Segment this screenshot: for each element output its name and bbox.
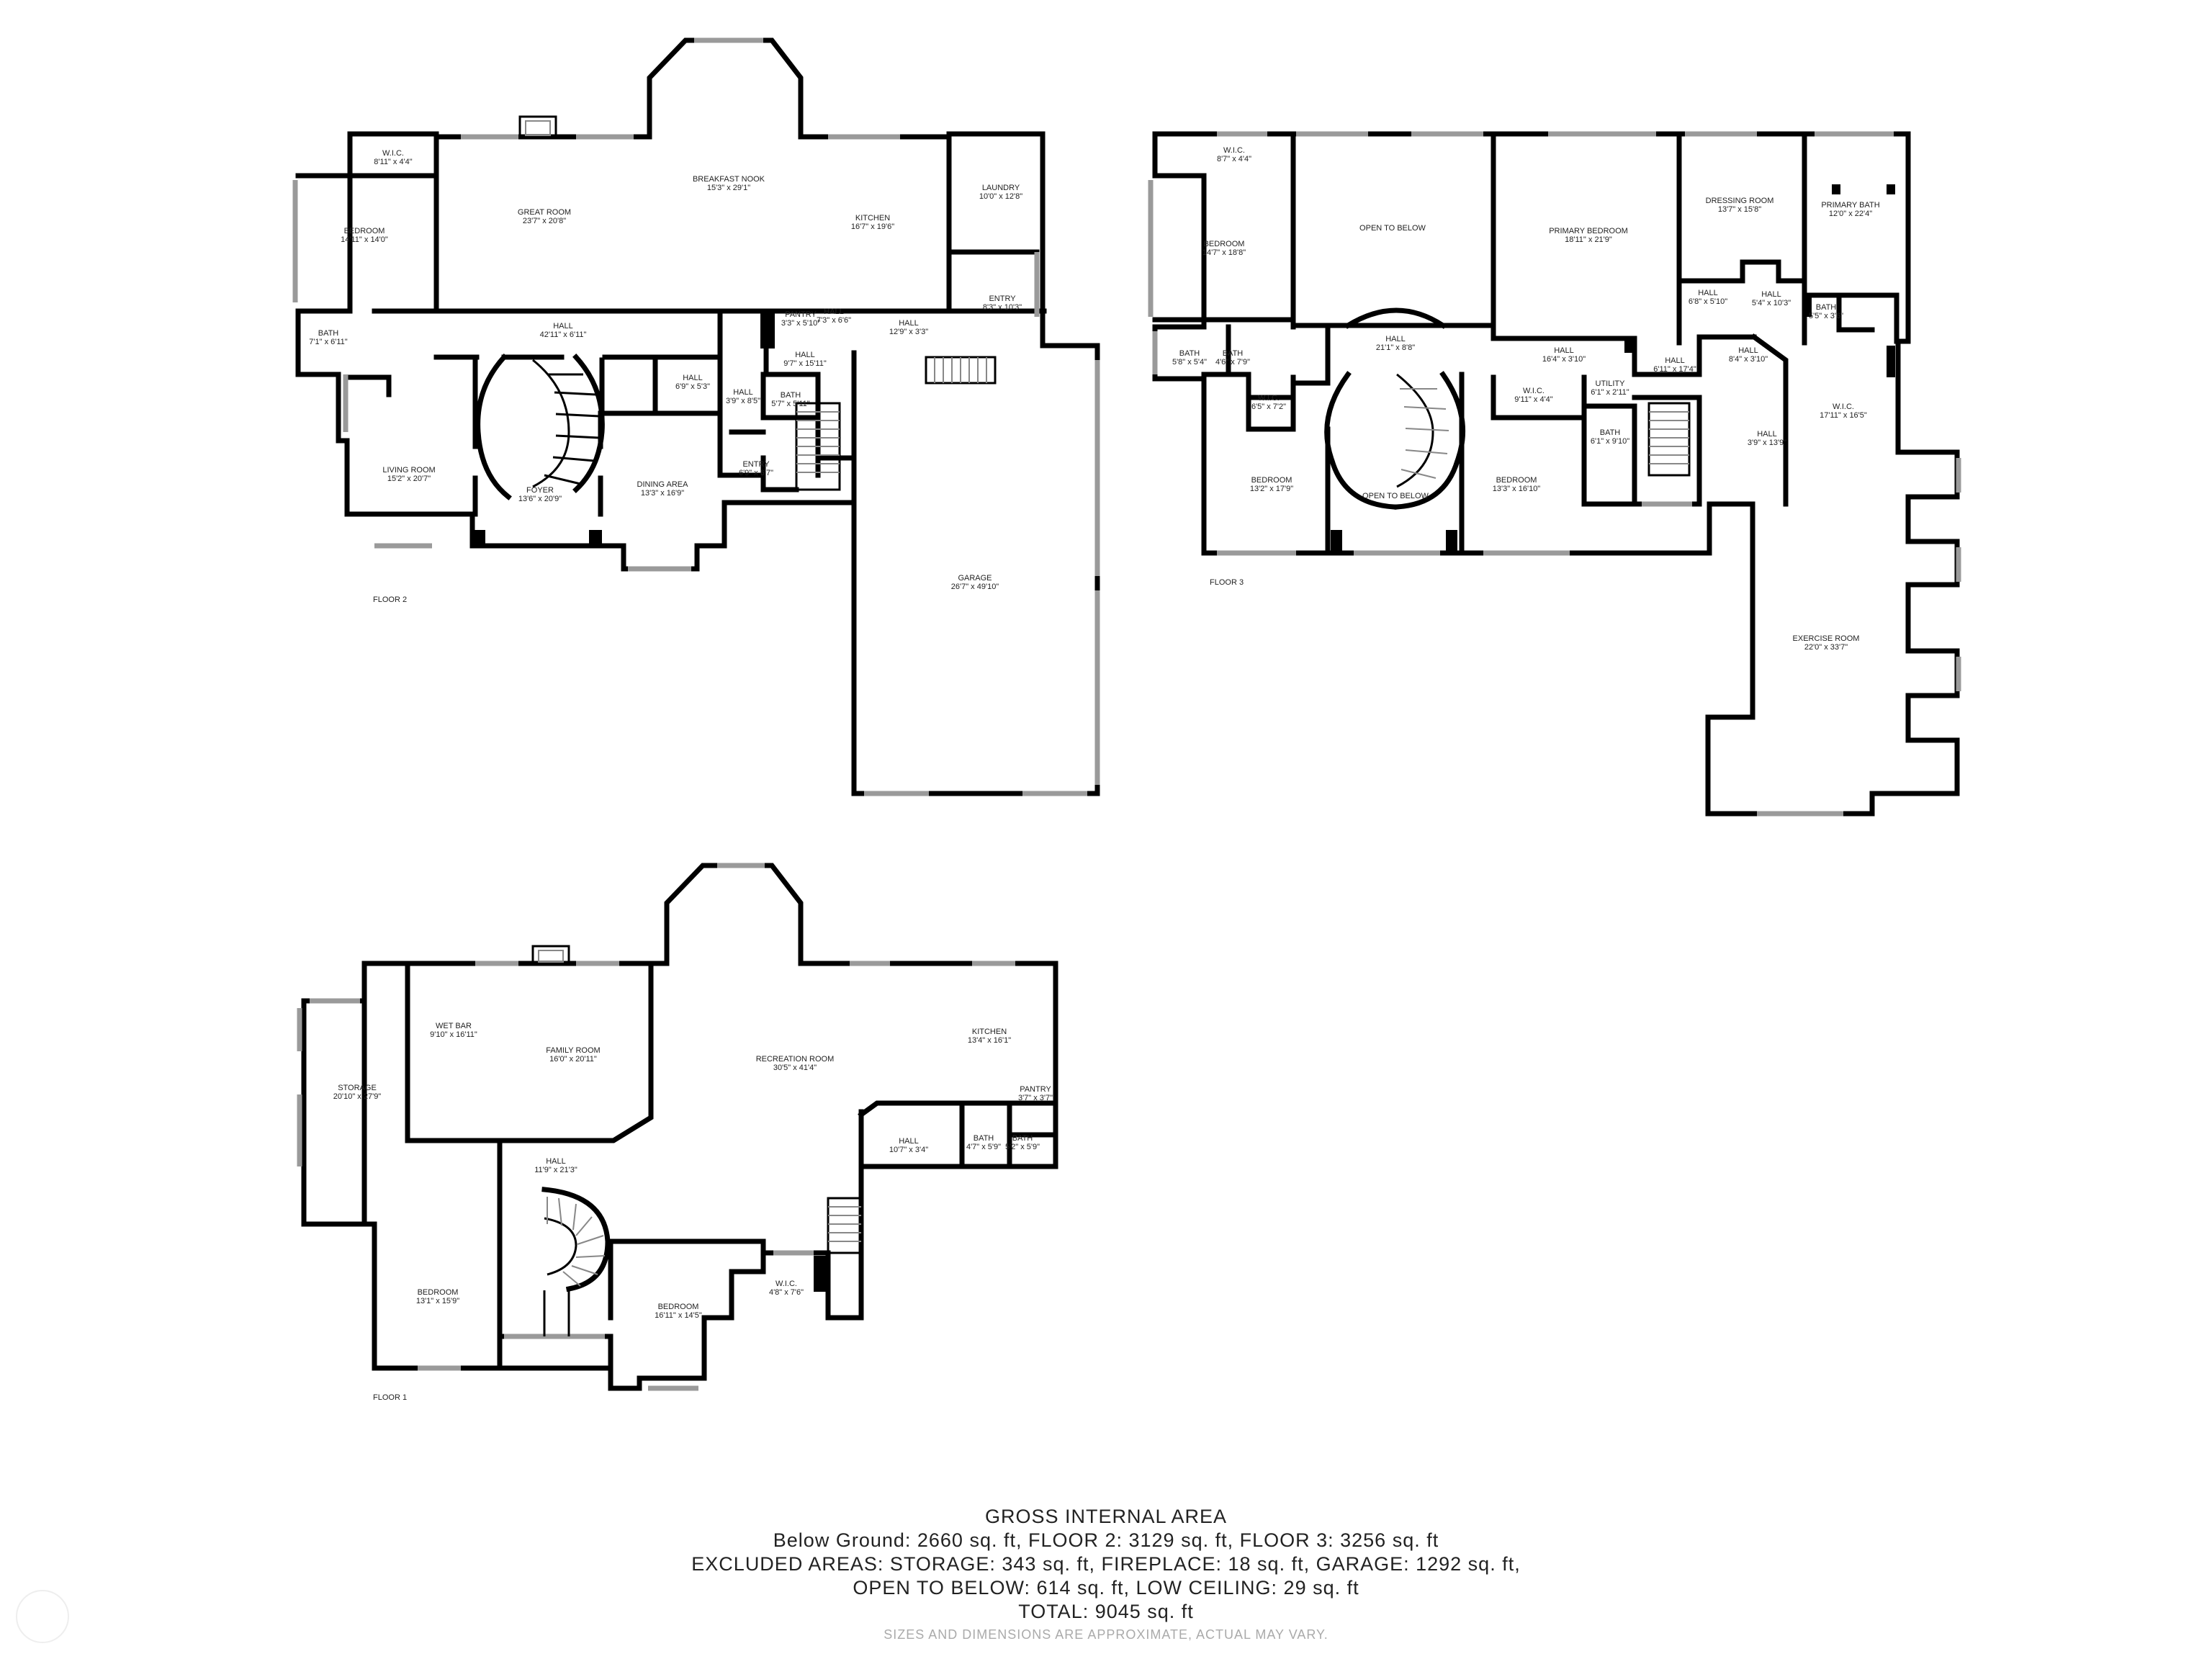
svg-text:OPEN TO BELOW: OPEN TO BELOW [1359,224,1426,233]
floor-2-garage-stair [925,356,997,385]
floor-2-curved-staircase [475,354,605,500]
floor-1-stair [827,1197,863,1254]
svg-text:W.I.C.8'11" x 4'4": W.I.C.8'11" x 4'4" [374,149,412,166]
svg-text:W.I.C.8'7" x 4'4": W.I.C.8'7" x 4'4" [1217,146,1251,163]
watermark-logo [16,1590,69,1643]
floor-3-interior-walls [1152,131,1899,556]
summary-line-1: Below Ground: 2660 sq. ft, FLOOR 2: 3129… [773,1529,1439,1551]
room-dim: 15'3" x 29'1" [707,184,750,192]
floor-3-curved-balcony [1324,307,1466,510]
floor-1-windows [297,863,1015,1391]
floor-2-outline [295,37,1100,796]
svg-text:W.I.C.9'11" x 4'4": W.I.C.9'11" x 4'4" [1514,387,1552,404]
floor-3-outline [1152,131,1960,817]
fireplace-icon [531,945,570,965]
gross-internal-area-summary: GROSS INTERNAL AREA Below Ground: 2660 s… [0,1505,2212,1645]
fireplace-icon [518,115,557,138]
floor-1-curved-staircase [541,1187,611,1336]
floor-2-entry-stair [795,402,841,491]
svg-text:W.I.C.17'11" x 16'5": W.I.C.17'11" x 16'5" [1820,403,1867,420]
floor-3-stair [1647,402,1691,477]
summary-line-3: OPEN TO BELOW: 614 sq. ft, LOW CEILING: … [853,1577,1359,1599]
svg-text:W.I.C.6'5" x 7'2": W.I.C.6'5" x 7'2" [1251,394,1286,411]
floor-2-windows [292,37,1100,796]
floor-2-interior-walls [295,131,1047,517]
room-name: BREAKFAST NOOK [693,175,765,184]
summary-heading: GROSS INTERNAL AREA [984,1506,1228,1527]
svg-text:OPEN TO BELOW: OPEN TO BELOW [1362,492,1429,500]
summary-total: TOTAL: 9045 sq. ft [1018,1601,1194,1622]
summary-disclaimer: SIZES AND DIMENSIONS ARE APPROXIMATE, AC… [884,1627,1328,1642]
floor-3-room-labels: W.I.C.8'7" x 4'4" OPEN TO BELOW PRIMARY … [1172,146,1880,652]
summary-line-2: EXCLUDED AREAS: STORAGE: 343 sq. ft, FIR… [691,1553,1521,1575]
floor-1-interior-walls [361,961,1058,1371]
floor-2-label: FLOOR 2 [373,595,407,604]
floor-1-label: FLOOR 1 [373,1393,407,1402]
svg-text:W.I.C.4'8" x 7'6": W.I.C.4'8" x 7'6" [769,1280,804,1297]
floor-3-windows [1148,131,1961,817]
floor-3-label: FLOOR 3 [1210,578,1244,587]
floor-3-plan: W.I.C.8'7" x 4'4" OPEN TO BELOW PRIMARY … [1148,131,1961,817]
